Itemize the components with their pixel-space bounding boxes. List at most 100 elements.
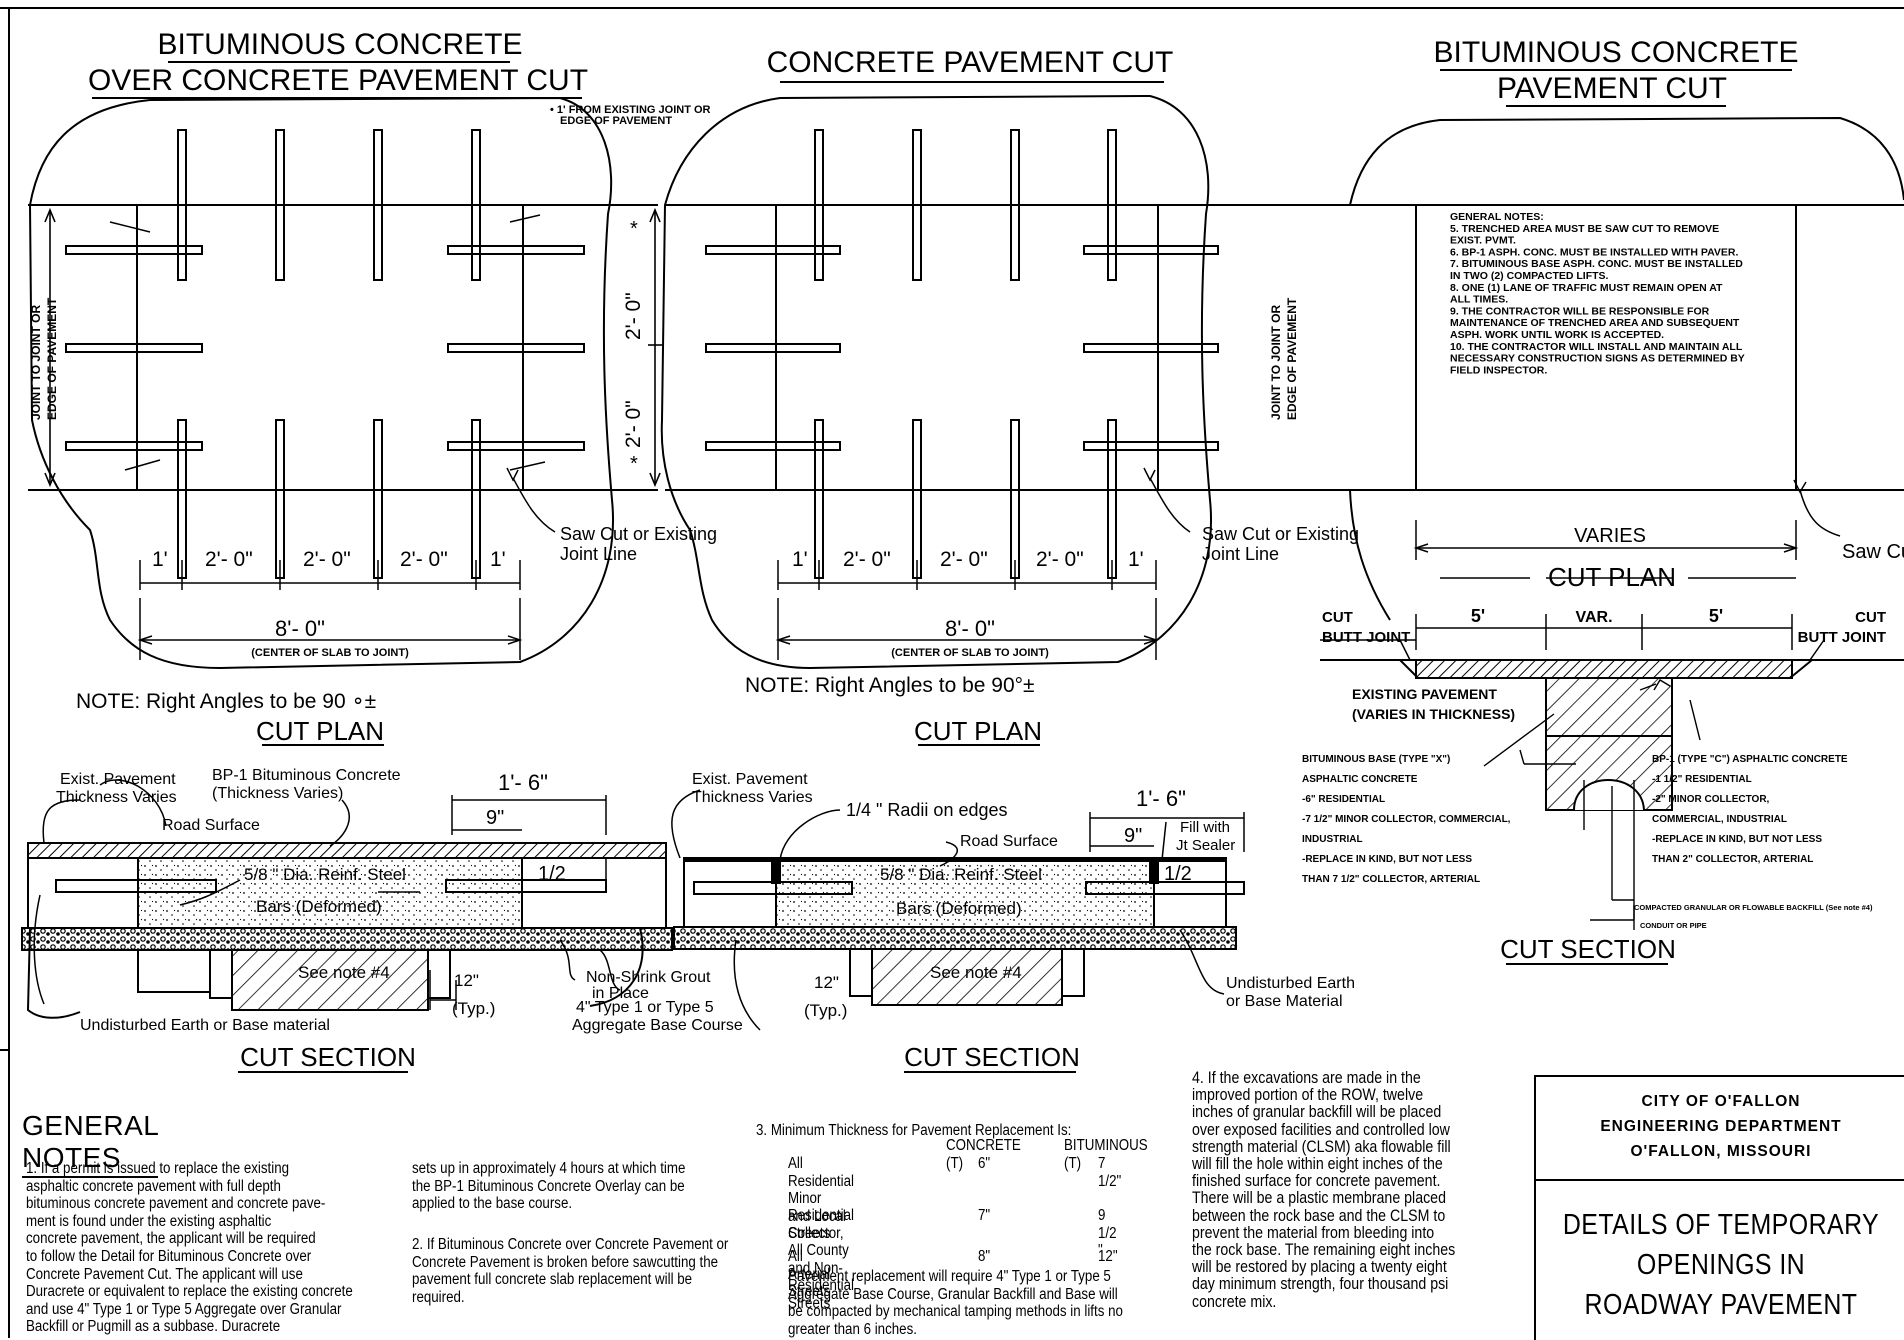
bituminous-base-note-line: INDUSTRIAL (1302, 834, 1363, 845)
svg-text:Saw Cut or Existing: Saw Cut or Existing (560, 524, 717, 544)
svg-text:*: * (630, 218, 638, 240)
svg-text:JOINT TO JOINT OR: JOINT TO JOINT OR (1269, 305, 1283, 420)
drawing-title-line-3: ROADWAY PAVEMENT (1584, 1289, 1858, 1321)
svg-text:Bars (Deformed): Bars (Deformed) (896, 899, 1022, 918)
agency-name: CITY OF O'FALLON (1641, 1093, 1801, 1110)
general-notes-box-line: ASPH. WORK UNTIL WORK IS ACCEPTED. (1450, 329, 1664, 341)
svg-text:BUTT JOINT: BUTT JOINT (1798, 629, 1886, 646)
svg-text:1': 1' (152, 548, 168, 571)
general-note-4: 4. If the excavations are made in the im… (1192, 1069, 1456, 1311)
svg-text:(VARIES IN THICKNESS): (VARIES IN THICKNESS) (1352, 706, 1515, 722)
svg-text:CUT SECTION: CUT SECTION (1500, 934, 1676, 964)
svg-text:1': 1' (792, 548, 808, 571)
svg-text:NOTE: Right Angles to be 90 ∘: NOTE: Right Angles to be 90 ∘± (76, 690, 376, 713)
svg-text:EXISTING PAVEMENT: EXISTING PAVEMENT (1352, 686, 1497, 702)
left-cut-section-labels: Exist. Pavement Thickness Varies BP-1 Bi… (56, 767, 743, 1073)
svg-text:Bars (Deformed): Bars (Deformed) (256, 897, 382, 916)
svg-text:Road Surface: Road Surface (162, 817, 260, 834)
plan-center-dims (648, 207, 662, 488)
svg-text:Road Surface: Road Surface (960, 833, 1058, 850)
svg-text:2'- 0": 2'- 0" (205, 548, 253, 571)
plan-right-labels: JOINT TO JOINT OR EDGE OF PAVEMENT VARIE… (1269, 297, 1904, 592)
svg-text:BUTT JOINT: BUTT JOINT (1322, 629, 1410, 646)
svg-text:CUT: CUT (1322, 609, 1353, 626)
agency-block: CITY OF O'FALLON ENGINEERING DEPARTMENT … (1536, 1077, 1904, 1181)
svg-text:Undisturbed Earth: Undisturbed Earth (1226, 975, 1355, 992)
svg-text:PAVEMENT CUT: PAVEMENT CUT (1497, 72, 1727, 105)
note3-row-bituminous: 7 1/2" (1098, 1155, 1122, 1190)
middle-cut-section-labels: Exist. Pavement Thickness Varies 1/4 " R… (692, 771, 1355, 1073)
note3-bituminous-header: BITUMINOUS (T) (1064, 1137, 1148, 1172)
general-notes-box-line: MAINTENANCE OF TRENCHED AREA AND SUBSEQU… (1450, 317, 1740, 329)
svg-text:1': 1' (490, 548, 506, 571)
bituminous-base-note-line: THAN 7 1/2" COLLECTOR, ARTERIAL (1302, 874, 1480, 885)
general-note-3-footer: Pavement replacement will require 4" Typ… (788, 1268, 1123, 1338)
plan-right (1258, 116, 1904, 621)
svg-text:4" Type 1 or Type 5: 4" Type 1 or Type 5 (576, 999, 714, 1016)
svg-text:8'- 0": 8'- 0" (945, 616, 995, 641)
bituminous-base-note-line: -REPLACE IN KIND, BUT NOT LESS (1302, 854, 1472, 865)
plan-left-labels: • 1' FROM EXISTING JOINT OR EDGE OF PAVE… (29, 104, 717, 746)
svg-text:Saw Cut or Existing: Saw Cut or Existing (1202, 524, 1359, 544)
general-notes-box-line: 5. TRENCHED AREA MUST BE SAW CUT TO REMO… (1450, 223, 1719, 235)
bp1-note-line: -1 1/2" RESIDENTIAL (1652, 774, 1752, 785)
general-note-1: 1. If a permit is issued to replace the … (26, 1160, 353, 1336)
general-notes-box-line: IN TWO (2) COMPACTED LIFTS. (1450, 270, 1609, 282)
note3-row-bituminous: 12" (1098, 1248, 1118, 1265)
general-notes-box-line: ALL TIMES. (1450, 294, 1508, 306)
svg-text:VAR.: VAR. (1575, 609, 1612, 626)
svg-text:CONCRETE PAVEMENT CUT: CONCRETE PAVEMENT CUT (767, 46, 1174, 79)
svg-text:EDGE OF PAVEMENT: EDGE OF PAVEMENT (45, 297, 59, 420)
note3-row-label: Residential Collector, All County and No… (788, 1207, 854, 1312)
svg-text:COMPACTED GRANULAR OR FLOWABLE: COMPACTED GRANULAR OR FLOWABLE BACKFILL … (1634, 903, 1873, 912)
svg-text:2'- 0": 2'- 0" (303, 548, 351, 571)
svg-text:CUT SECTION: CUT SECTION (240, 1042, 416, 1072)
plan-middle-labels: 1' 2'- 0" 2'- 0" 2'- 0" 1' 8'- 0" (CENTE… (745, 524, 1359, 746)
svg-text:Joint Line: Joint Line (560, 544, 637, 564)
svg-text:VARIES: VARIES (1574, 525, 1646, 547)
general-notes-heading: GENERAL NOTES (22, 1110, 159, 1178)
general-notes-box-line: EXIST. PVMT. (1450, 235, 1516, 247)
note3-row-concrete: 7" (978, 1207, 991, 1224)
svg-text:5': 5' (1471, 606, 1485, 626)
svg-text:CUT SECTION: CUT SECTION (904, 1042, 1080, 1072)
general-notes-box-line: 9. THE CONTRACTOR WILL BE RESPONSIBLE FO… (1450, 305, 1710, 317)
bituminous-base-note-line: BITUMINOUS BASE (TYPE "X") (1302, 754, 1450, 765)
general-notes-box: GENERAL NOTES:5. TRENCHED AREA MUST BE S… (1450, 211, 1745, 376)
note3-row-bituminous: 9 1/2 " (1098, 1207, 1117, 1260)
bit-cut-section-labels: CUT BUTT JOINT CUT BUTT JOINT 5' VAR. 5'… (1302, 606, 1886, 965)
bp1-note-line: -REPLACE IN KIND, BUT NOT LESS (1652, 834, 1822, 845)
svg-text:CUT PLAN: CUT PLAN (914, 716, 1042, 746)
svg-text:*: * (630, 453, 638, 475)
general-notes-box-line: 8. ONE (1) LANE OF TRAFFIC MUST REMAIN O… (1450, 282, 1723, 294)
svg-text:Exist. Pavement: Exist. Pavement (692, 771, 808, 788)
note3-row-concrete: 8" (978, 1248, 991, 1265)
svg-text:OVER CONCRETE PAVEMENT CUT: OVER CONCRETE PAVEMENT CUT (88, 64, 588, 97)
middle-cut-section (671, 789, 1245, 1031)
svg-text:CUT PLAN: CUT PLAN (256, 716, 384, 746)
general-notes-box-line: 10. THE CONTRACTOR WILL INSTALL AND MAIN… (1450, 341, 1743, 353)
svg-text:5/8 " Dia. Reinf. Steel: 5/8 " Dia. Reinf. Steel (244, 865, 406, 884)
bit-cut-section (1320, 614, 1904, 930)
drawing-title-line-1: DETAILS OF TEMPORARY (1562, 1209, 1880, 1241)
svg-text:9": 9" (1124, 825, 1142, 847)
svg-text:Jt Sealer: Jt Sealer (1176, 837, 1235, 854)
general-notes-box-line: FIELD INSPECTOR. (1450, 364, 1547, 376)
svg-text:2'- 0": 2'- 0" (1036, 548, 1084, 571)
svg-text:9": 9" (486, 807, 504, 829)
left-cut-section (21, 779, 673, 1019)
svg-text:BITUMINOUS CONCRETE: BITUMINOUS CONCRETE (157, 28, 522, 61)
svg-text:1': 1' (1128, 548, 1144, 571)
bp1-note-line: THAN 2" COLLECTOR, ARTERIAL (1652, 854, 1813, 865)
svg-text:5': 5' (1709, 606, 1723, 626)
svg-text:BITUMINOUS CONCRETE: BITUMINOUS CONCRETE (1433, 36, 1798, 69)
bituminous-base-note-line: -6" RESIDENTIAL (1302, 794, 1385, 805)
svg-text:NOTE: Right Angles to be 90°±: NOTE: Right Angles to be 90°± (745, 674, 1035, 697)
note3-row-label: All Arterial Streets (788, 1248, 831, 1301)
svg-text:Non-Shrink Grout: Non-Shrink Grout (586, 969, 711, 986)
svg-text:Thickness Varies: Thickness Varies (692, 789, 813, 806)
svg-text:(Typ.): (Typ.) (452, 999, 495, 1018)
svg-text:2'- 0": 2'- 0" (940, 548, 988, 571)
svg-text:12": 12" (814, 973, 839, 992)
svg-text:JOINT TO JOINT OR: JOINT TO JOINT OR (29, 305, 43, 420)
